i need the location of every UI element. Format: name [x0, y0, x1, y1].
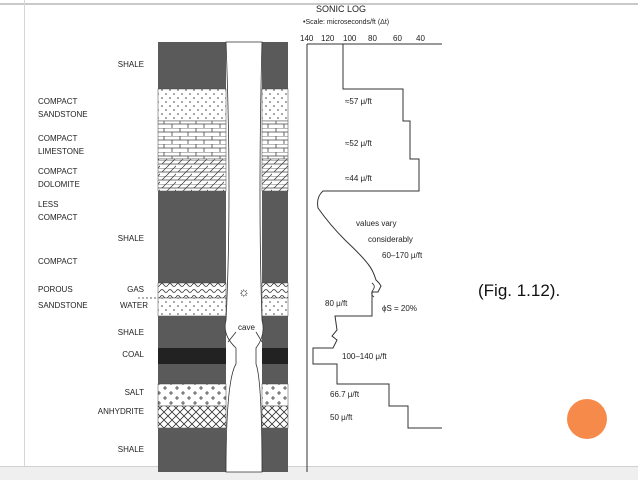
layer-r-sandstone: [261, 88, 289, 122]
layer-r-shale-bottom: [262, 428, 288, 472]
layer-r-shale-low: [262, 316, 288, 348]
layer-anhydrite: [157, 405, 227, 429]
cave-label: cave: [238, 323, 255, 332]
layer-compact-dolomite: [157, 158, 227, 192]
layer-shale-thick: [158, 191, 226, 283]
layer-r-salt: [261, 383, 289, 407]
annotation-salt: 66.7 μ/ft: [330, 390, 360, 399]
label-water: WATER: [120, 301, 148, 310]
layer-shale-low: [158, 316, 226, 348]
formation-column-right: [261, 42, 289, 472]
annotation-water-sand: 80 μ/ft: [325, 299, 348, 308]
tick-60: 60: [393, 34, 402, 43]
annotation-limestone: ≈52 μ/ft: [345, 139, 373, 148]
annotation-vary-3: 60–170 μ/ft: [382, 251, 423, 260]
layer-r-shale: [262, 191, 288, 283]
tick-120: 120: [321, 34, 335, 43]
figure-caption: (Fig. 1.12).: [478, 281, 561, 300]
label-less-compact-1: LESS: [38, 200, 58, 209]
log-ticks: 140 120 100 80 60 40: [300, 34, 425, 43]
annotation-coal: 100–140 μ/ft: [342, 352, 387, 361]
layer-salt: [157, 383, 227, 407]
layer-r-shale-mid-low: [262, 364, 288, 384]
label-shale-low: SHALE: [118, 328, 144, 337]
log-title: SONIC LOG: [316, 4, 366, 14]
layer-r-shale-top: [262, 42, 288, 89]
layer-shale-top: [158, 42, 226, 89]
annotation-anhydrite: 50 μ/ft: [330, 413, 353, 422]
label-porous-1: POROUS: [38, 285, 73, 294]
layer-r-anhydrite: [261, 405, 289, 429]
layer-r-limestone: [261, 120, 289, 160]
layer-r-coal: [262, 348, 288, 364]
annotation-vary-1: values vary: [356, 219, 396, 228]
layer-compact-limestone: [157, 120, 227, 160]
annotation-porosity: ϕS = 20%: [382, 304, 417, 313]
label-less-compact-2: COMPACT: [38, 213, 78, 222]
gas-symbol-icon: ☼: [238, 284, 250, 299]
layer-shale-mid-low: [158, 364, 226, 384]
slide-left-rule: [24, 0, 25, 466]
layer-r-water: [261, 297, 289, 317]
layer-shale-bottom: [158, 428, 226, 472]
label-porous-2: SANDSTONE: [38, 301, 88, 310]
label-compact-limestone-1: COMPACT: [38, 134, 78, 143]
cave-arrow-left: [227, 331, 237, 343]
label-salt: SALT: [125, 388, 145, 397]
tick-140: 140: [300, 34, 314, 43]
formation-column-left: [157, 42, 227, 472]
label-shale-mid: SHALE: [118, 234, 144, 243]
label-anhydrite: ANHYDRITE: [98, 407, 144, 416]
label-compact-limestone-2: LIMESTONE: [38, 147, 84, 156]
label-shale-top: SHALE: [118, 60, 144, 69]
layer-r-gas: [261, 282, 289, 299]
label-coal: COAL: [122, 350, 144, 359]
annotation-vary-2: considerably: [368, 235, 413, 244]
label-compact-sandstone-1: COMPACT: [38, 97, 78, 106]
slide-top-border: [0, 3, 638, 5]
label-compact: COMPACT: [38, 257, 78, 266]
tick-100: 100: [343, 34, 357, 43]
sonic-curve: [312, 44, 442, 429]
label-gas: GAS: [127, 285, 144, 294]
layer-water-sand: [157, 297, 227, 317]
layer-gas-sand: [157, 282, 227, 299]
accent-circle: [567, 399, 607, 439]
log-scale-label: •Scale: microseconds/ft (Δt): [303, 19, 389, 26]
annotation-sandstone: ≈57 μ/ft: [345, 97, 373, 106]
label-shale-bottom: SHALE: [118, 445, 144, 454]
layer-r-dolomite: [261, 158, 289, 192]
label-compact-dolomite-2: DOLOMITE: [38, 180, 80, 189]
layer-compact-sandstone: [157, 88, 227, 122]
annotation-dolomite: ≈44 μ/ft: [345, 174, 373, 183]
gas-curve-detail: [371, 282, 375, 298]
tick-40: 40: [416, 34, 425, 43]
layer-coal: [158, 348, 226, 364]
cave-arrow-right: [255, 331, 263, 343]
tick-80: 80: [368, 34, 377, 43]
label-compact-sandstone-2: SANDSTONE: [38, 110, 88, 119]
borehole: [224, 41, 264, 473]
label-compact-dolomite-1: COMPACT: [38, 167, 78, 176]
